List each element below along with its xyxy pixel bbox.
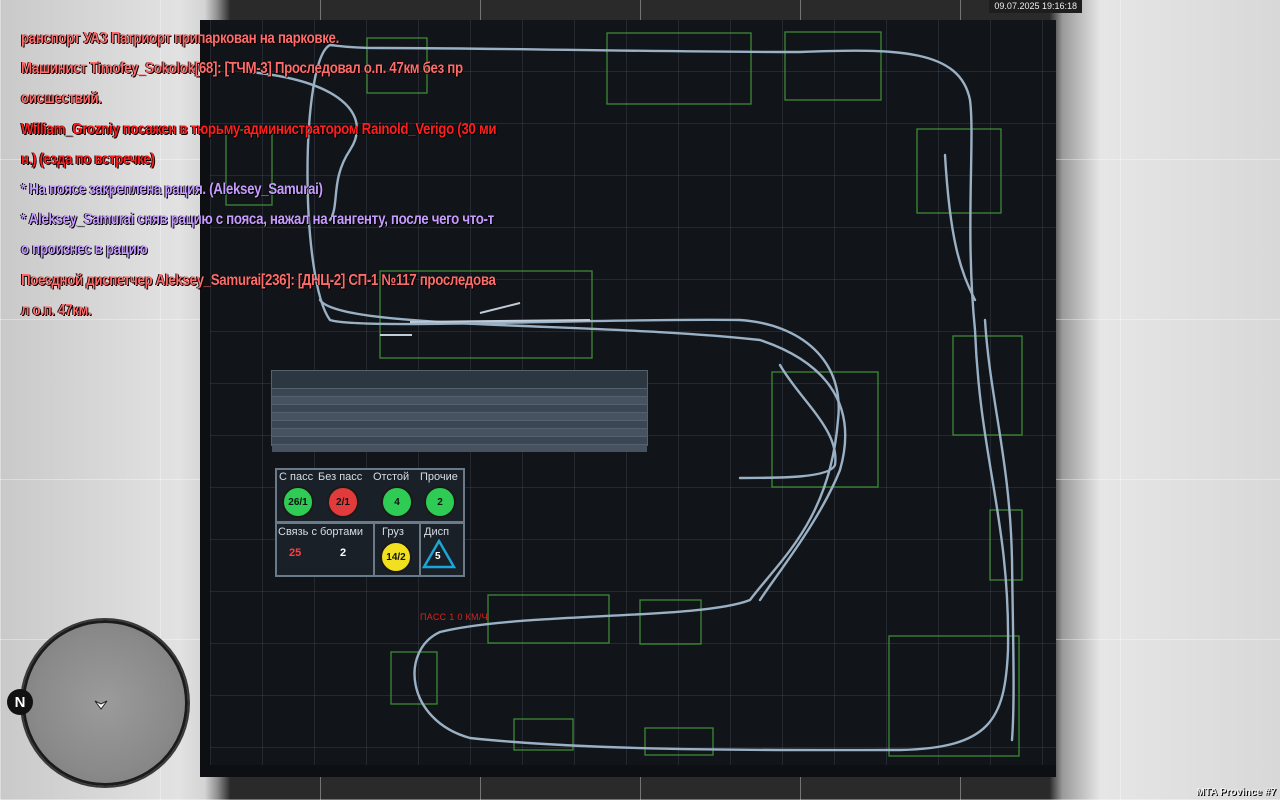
table-row bbox=[272, 444, 647, 452]
label-other: Прочие bbox=[420, 471, 458, 483]
label-disp: Дисп bbox=[424, 526, 450, 538]
zone-box bbox=[952, 335, 1023, 436]
zone-box bbox=[487, 594, 610, 644]
label-cargo: Груз bbox=[382, 526, 404, 538]
zone-box bbox=[771, 371, 879, 488]
schedule-table bbox=[271, 370, 648, 452]
table-row bbox=[272, 428, 647, 436]
server-label: MTA Province #7 bbox=[1196, 787, 1276, 798]
zone-box bbox=[366, 37, 428, 94]
platforms bbox=[380, 302, 591, 336]
table-header bbox=[272, 371, 647, 388]
chat-line: * Aleksey_Samurai сняв рацию с пояса, на… bbox=[21, 211, 494, 229]
zone-box bbox=[888, 635, 1020, 757]
side-track bbox=[248, 70, 359, 222]
disp-value: 5 bbox=[435, 551, 441, 562]
chat-line: * На поясе закреплена рация. (Aleksey_Sa… bbox=[21, 181, 323, 199]
other-indicator: 2 bbox=[424, 486, 456, 518]
zone-box bbox=[639, 599, 702, 645]
zone-box bbox=[390, 651, 438, 705]
label-depot: Отстой bbox=[373, 471, 410, 483]
comm-value-red: 25 bbox=[289, 547, 302, 559]
chat-line: л о.п. 47км. bbox=[21, 301, 92, 319]
table-row bbox=[272, 420, 647, 428]
table-row bbox=[272, 404, 647, 412]
without-pass-indicator: 2/1 bbox=[327, 486, 359, 518]
chat-line: Поездной диспетчер Aleksey_Samurai[236]:… bbox=[21, 271, 496, 289]
zone-box bbox=[784, 31, 882, 101]
with-pass-indicator: 26/1 bbox=[282, 486, 314, 518]
zone-box bbox=[379, 270, 593, 359]
siding-track bbox=[738, 363, 837, 480]
table-row bbox=[272, 436, 647, 444]
main-loop bbox=[306, 43, 1010, 752]
zone-box bbox=[513, 718, 574, 751]
label-with-pass: С пасс bbox=[279, 471, 314, 483]
train-speed-label: ПАСС 1 0 КМ/Ч bbox=[420, 612, 488, 622]
chat-line: William_Grozniy посажен в тюрьму админис… bbox=[21, 120, 497, 138]
zone-box bbox=[916, 128, 1002, 214]
chat-line: оисшествий. bbox=[21, 90, 102, 108]
label-comm: Связь с бортами bbox=[278, 526, 364, 538]
chat-log: ранспорт УАЗ Патриорт припаркован на пар… bbox=[21, 24, 497, 326]
spur-track bbox=[943, 153, 977, 302]
zone-box bbox=[644, 727, 714, 756]
table-row bbox=[272, 396, 647, 404]
disp-triangle-icon bbox=[422, 539, 456, 569]
chat-line: Машинист Timofey_Sokolok[68]: [ТЧМ-3] Пр… bbox=[21, 60, 463, 78]
platform bbox=[479, 302, 521, 314]
comm-value-white: 2 bbox=[340, 547, 347, 559]
chat-line: ранспорт УАЗ Патриорт припаркован на пар… bbox=[21, 30, 339, 47]
platform bbox=[409, 319, 591, 323]
label-without-pass: Без пасс bbox=[318, 471, 363, 483]
compass-north-icon: N bbox=[7, 689, 33, 715]
table-row bbox=[272, 412, 647, 420]
depot-indicator: 4 bbox=[381, 486, 413, 518]
zone-box bbox=[606, 32, 752, 105]
zone-box bbox=[225, 129, 273, 206]
parallel-track bbox=[983, 318, 1015, 742]
player-arrow-icon bbox=[94, 700, 108, 710]
cargo-indicator: 14/2 bbox=[380, 541, 412, 573]
chat-line: н.) (езда по встречке) bbox=[21, 150, 155, 168]
comm-panel bbox=[275, 522, 375, 577]
datetime-label: 09.07.2025 19:16:18 bbox=[989, 0, 1082, 13]
table-row bbox=[272, 388, 647, 396]
chat-line: о произнес в рацию bbox=[21, 241, 148, 259]
